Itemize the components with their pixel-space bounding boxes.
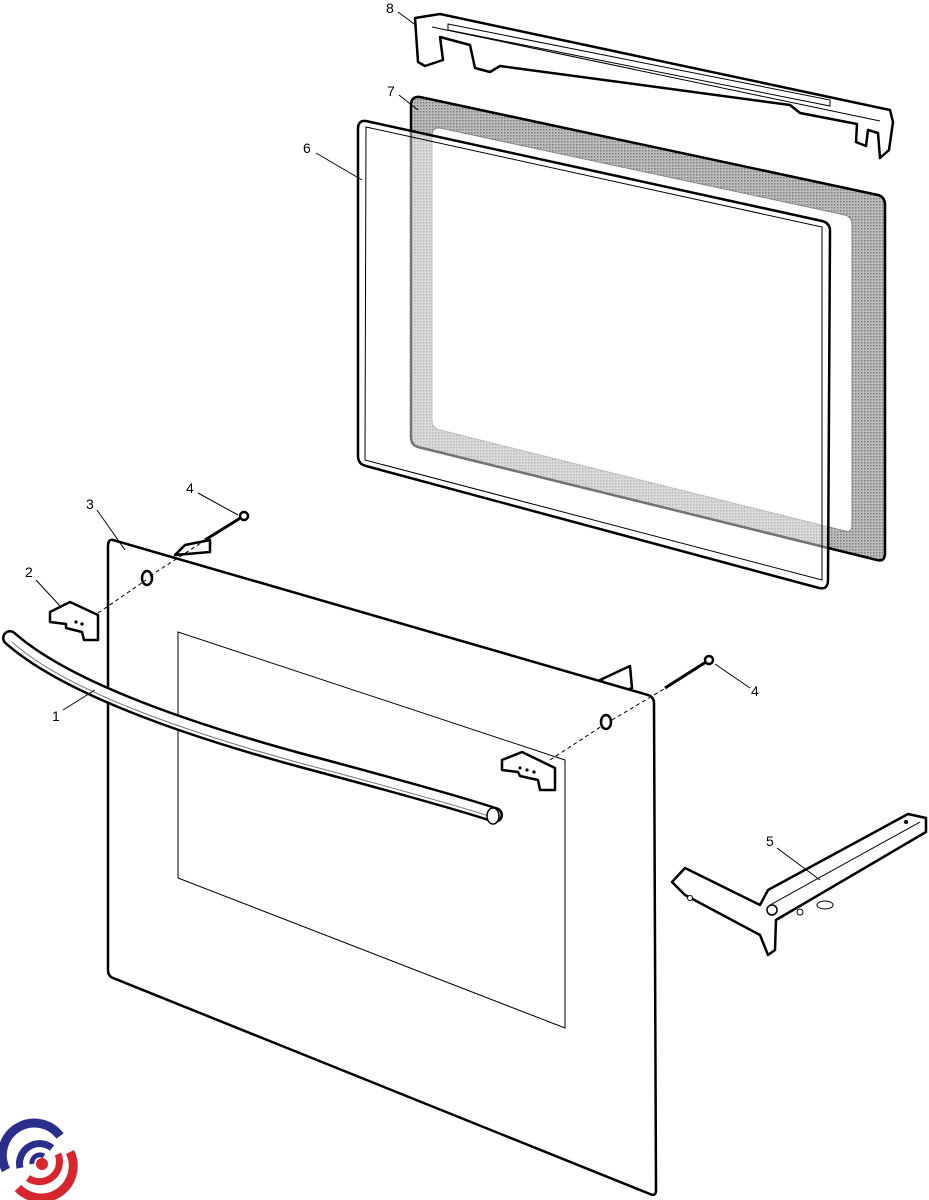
- leader-lines: [35, 11, 821, 881]
- callout-3: 3: [86, 496, 94, 512]
- brand-logo: [0, 1118, 78, 1200]
- door-hinge-part: [670, 812, 928, 957]
- handle-bracket-right: [500, 725, 603, 792]
- callout-6: 6: [303, 140, 311, 156]
- middle-glass-part: [409, 95, 887, 562]
- callout-1: 1: [52, 708, 60, 724]
- screw-part-left: [149, 510, 250, 577]
- callout-7: 7: [387, 83, 395, 99]
- callout-8: 8: [386, 0, 394, 16]
- handle-bracket-left: [48, 579, 147, 642]
- inner-glass-part: [356, 119, 832, 590]
- top-trim-part: [413, 12, 895, 160]
- callout-2: 2: [25, 564, 33, 580]
- callout-4-left: 4: [186, 480, 194, 496]
- door-handle-part: [2, 630, 503, 825]
- callout-4-right: 4: [751, 683, 759, 699]
- door-panel-part: [106, 538, 658, 1197]
- callout-5: 5: [766, 833, 774, 849]
- screw-part-right: [611, 654, 715, 721]
